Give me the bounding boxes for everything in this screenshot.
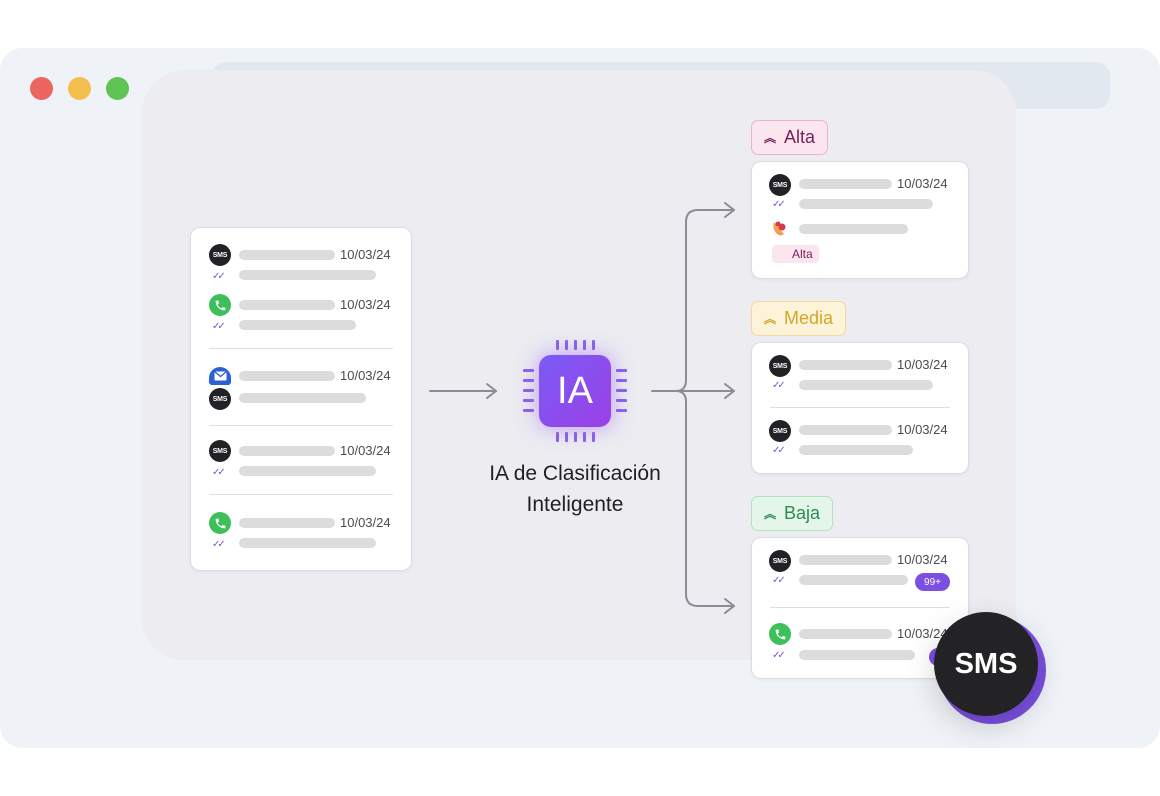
sms-icon: SMS [209,440,231,462]
whatsapp-icon [209,294,231,316]
ai-title-line2: Inteligente [526,493,624,516]
priority-card-alta: SMS 10/03/24 ✓✓ Alta [751,161,969,279]
priority-label: Alta [784,127,816,147]
priority-card-media: SMS 10/03/24 ✓✓ SMS 10/03/24 ✓✓ [751,342,969,474]
message-sender-placeholder [239,446,335,456]
divider [770,407,950,408]
priority-card-baja: SMS 10/03/24 ✓✓ 99+ 10/03/24 ✓✓ [751,537,969,679]
ai-title-line1: IA de Clasificación [489,462,661,485]
divider [209,348,393,349]
sms-icon: SMS [769,420,791,442]
sms-icon: SMS [209,388,231,410]
read-check-icon: ✓✓ [212,539,226,550]
message-date: 10/03/24 [897,626,948,641]
divider [209,425,393,426]
message-date: 10/03/24 [897,552,948,567]
priority-tag-alta[interactable]: ︽ Alta [751,120,829,155]
inbox-message[interactable]: SMS 10/03/24 ✓✓ [191,244,411,294]
ai-title: IA de Clasificación Inteligente [440,458,710,520]
priority-label: Baja [784,503,821,523]
minimize-window-button[interactable] [68,77,91,100]
message-preview-placeholder [239,466,376,476]
read-check-icon: ✓✓ [212,271,226,282]
ai-chip-label: IA [539,355,611,427]
chevron-up-icon: ︽ [764,131,777,145]
whatsapp-icon [209,512,231,534]
message-preview-placeholder [239,393,366,403]
inbox-card: SMS 10/03/24 ✓✓ 10/03/24 ✓✓ 10/03/24 SMS… [190,227,412,571]
read-check-icon: ✓✓ [772,575,786,586]
inbox-message[interactable]: SMS 10/03/24 ✓✓ [191,440,411,494]
divider [770,607,950,608]
chevron-up-icon: ︽ [764,507,777,521]
inbox-message[interactable]: 10/03/24 ✓✓ [191,512,411,562]
message-preview-placeholder [799,575,908,585]
message-date: 10/03/24 [897,357,948,372]
message-date: 10/03/24 [340,247,391,262]
inline-priority-tag: Alta [772,245,819,263]
message-sender-placeholder [799,360,892,370]
close-window-button[interactable] [30,77,53,100]
message-preview-placeholder [799,224,908,234]
sms-badge-label: SMS [934,612,1038,716]
mail-icon [209,367,231,385]
read-check-icon: ✓✓ [772,445,786,456]
message-preview-placeholder [799,650,915,660]
message-sender-placeholder [799,629,892,639]
inbox-message[interactable]: 10/03/24 ✓✓ [191,294,411,348]
message-sender-placeholder [799,179,892,189]
unread-count-badge: 99+ [915,573,950,591]
message-sender-placeholder [239,300,335,310]
maximize-window-button[interactable] [106,77,129,100]
priority-label: Media [784,308,834,328]
message-preview-placeholder [239,270,376,280]
floating-sms-badge[interactable]: SMS [934,612,1046,724]
message-date: 10/03/24 [340,515,391,530]
chevron-up-icon: ︽ [764,312,777,326]
message-date: 10/03/24 [340,297,391,312]
sms-icon: SMS [209,244,231,266]
message-date: 10/03/24 [897,176,948,191]
priority-tag-baja[interactable]: ︽ Baja [751,496,834,531]
sms-icon: SMS [769,550,791,572]
ai-chip: IA [523,339,627,443]
message-preview-placeholder [799,199,933,209]
sms-icon: SMS [769,174,791,196]
message-sender-placeholder [799,425,892,435]
priority-tag-media[interactable]: ︽ Media [751,301,847,336]
message-preview-placeholder [239,320,356,330]
inbox-message[interactable]: 10/03/24 SMS [191,367,411,425]
message-sender-placeholder [799,555,892,565]
message-preview-placeholder [239,538,376,548]
sticker-icon [769,218,791,240]
read-check-icon: ✓✓ [772,650,786,661]
read-check-icon: ✓✓ [772,199,786,210]
sms-icon: SMS [769,355,791,377]
message-date: 10/03/24 [340,443,391,458]
whatsapp-icon [769,623,791,645]
read-check-icon: ✓✓ [212,321,226,332]
message-date: 10/03/24 [340,368,391,383]
message-preview-placeholder [799,380,933,390]
message-sender-placeholder [239,371,335,381]
message-preview-placeholder [799,445,913,455]
read-check-icon: ✓✓ [212,467,226,478]
message-date: 10/03/24 [897,422,948,437]
message-sender-placeholder [239,518,335,528]
divider [209,494,393,495]
read-check-icon: ✓✓ [772,380,786,391]
message-sender-placeholder [239,250,335,260]
